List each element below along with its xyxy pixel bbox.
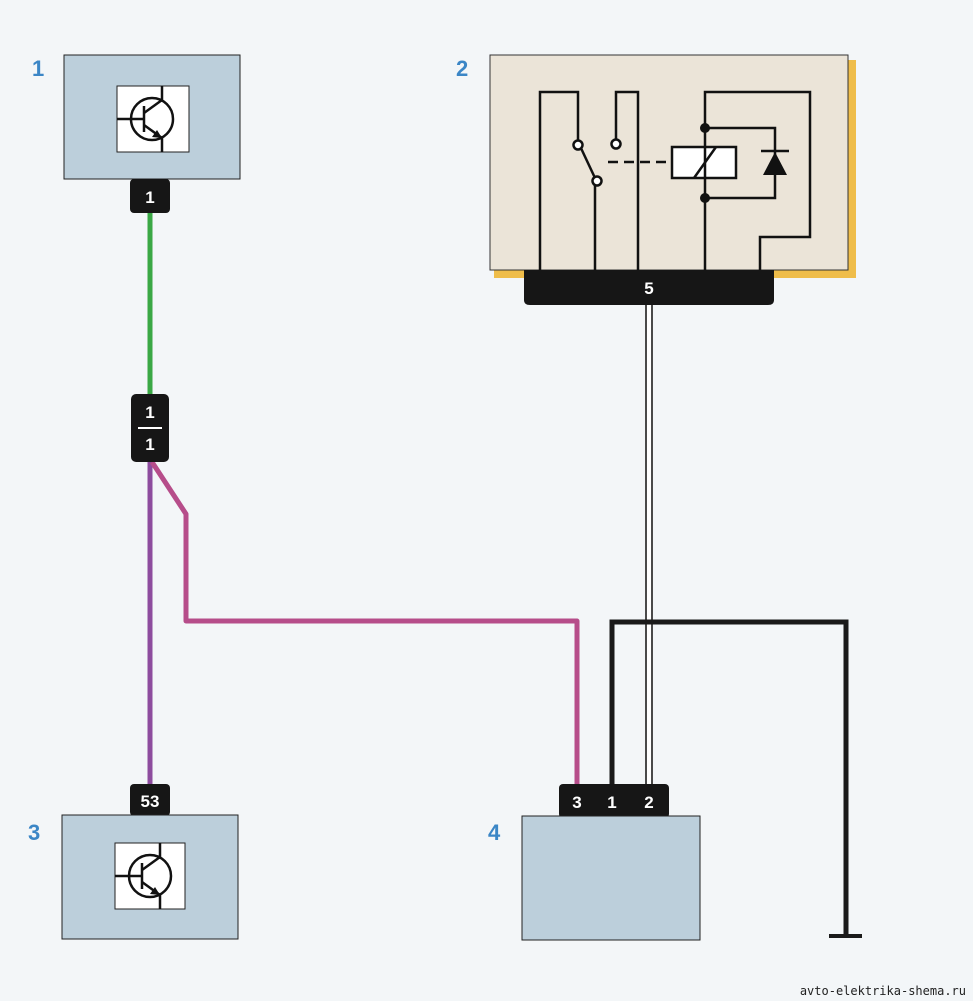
pin-label-c2: 5 <box>644 279 653 298</box>
label-component-1: 1 <box>32 56 44 81</box>
label-component-2: 2 <box>456 56 468 81</box>
component-3: 53 <box>61 784 239 940</box>
pin-label-c4-2: 2 <box>644 793 653 812</box>
watermark: avto-elektrika-shema.ru <box>800 984 966 998</box>
component-1: 1 <box>63 54 241 213</box>
wire-black-ground <box>609 619 862 938</box>
wire-violet-red <box>149 460 580 786</box>
connector-c3 <box>130 784 170 816</box>
splice-bottom-pin: 1 <box>145 435 154 454</box>
transistor-icon <box>117 86 175 152</box>
component-4: 3 1 2 <box>521 784 701 941</box>
label-component-3: 3 <box>28 820 40 845</box>
connector-c1 <box>130 179 170 213</box>
pin-label-c3: 53 <box>141 792 160 811</box>
connector-c4 <box>559 784 669 818</box>
label-component-4: 4 <box>488 820 501 845</box>
splice-top-pin: 1 <box>145 403 154 422</box>
pin-label-c1: 1 <box>145 188 154 207</box>
connector-c2 <box>524 270 774 305</box>
relay-circuit <box>538 90 812 270</box>
pin-label-c4-1: 1 <box>607 793 616 812</box>
splice-connector: 1 1 <box>131 394 169 462</box>
transistor-icon <box>115 843 173 909</box>
pin-label-c4-3: 3 <box>572 793 581 812</box>
component-2-relay: 5 <box>489 54 856 305</box>
